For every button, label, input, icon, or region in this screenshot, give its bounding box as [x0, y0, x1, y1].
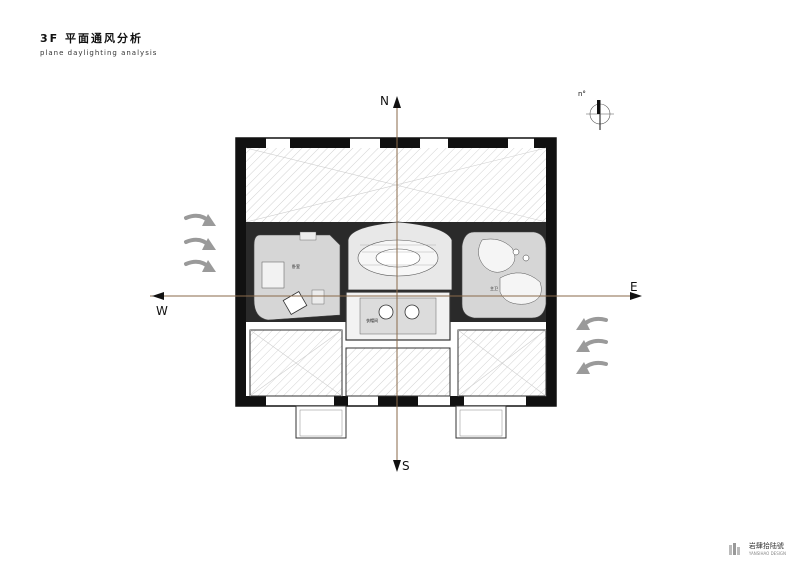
center-room: 衣帽间	[345, 291, 451, 341]
brand-logo: 岩肆拾陆號 YANSIHAO DESIGN	[728, 541, 786, 556]
title-block: 3F 平面通风分析 plane daylighting analysis	[40, 30, 157, 57]
east-arrow-icon	[630, 292, 642, 300]
west-wind-arrows	[184, 213, 216, 272]
brand-name: 岩肆拾陆號	[748, 542, 784, 550]
south-center-zone	[345, 347, 451, 397]
wind-arrow-icon	[576, 338, 608, 352]
center-stair	[347, 221, 453, 291]
wind-arrow-icon	[184, 213, 216, 226]
left-room-label: 卧室	[292, 263, 300, 269]
west-arrow-icon	[152, 292, 164, 300]
page-title: 3F 平面通风分析	[40, 32, 143, 45]
south-east-zone	[457, 329, 547, 397]
east-wind-arrows	[576, 316, 608, 374]
balcony-left	[295, 405, 347, 439]
balcony-right	[455, 405, 507, 439]
wind-arrow-icon	[576, 316, 608, 330]
wind-arrow-icon	[184, 237, 216, 250]
wind-arrow-icon	[576, 360, 608, 374]
south-west-zone	[249, 329, 343, 397]
north-label: N	[380, 94, 389, 108]
right-room: 主卫	[461, 231, 547, 319]
compass-indicator-label: n°	[578, 90, 586, 98]
north-hatched-zone	[245, 147, 547, 223]
center-room-label: 衣帽间	[366, 317, 378, 323]
west-label: W	[156, 304, 168, 318]
wind-arrow-icon	[184, 259, 216, 272]
brand-tagline: YANSIHAO DESIGN	[748, 551, 786, 556]
page-subtitle: plane daylighting analysis	[40, 49, 158, 57]
right-room-label: 主卫	[490, 285, 498, 291]
south-arrow-icon	[393, 460, 401, 472]
axis-lines	[150, 96, 642, 472]
east-label: E	[630, 280, 638, 294]
compass-indicator-icon	[586, 100, 614, 130]
south-label: S	[402, 459, 410, 473]
left-room: 卧室	[253, 231, 341, 321]
brand-mark-icon	[728, 542, 740, 555]
north-arrow-icon	[393, 96, 401, 108]
